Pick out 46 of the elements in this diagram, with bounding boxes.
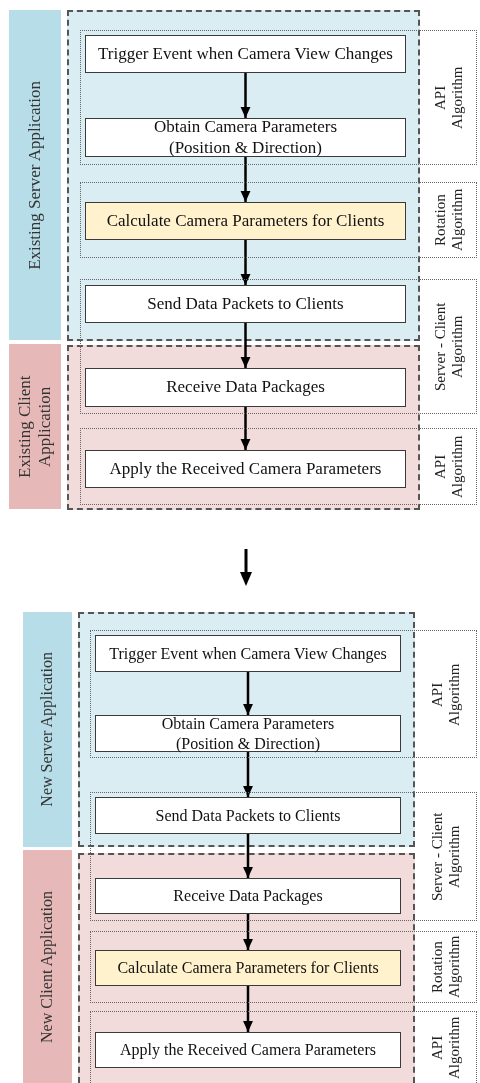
dotted-group	[90, 931, 477, 1003]
swimlane-header	[23, 612, 72, 847]
group-label: Rotation Algorithm	[431, 187, 466, 254]
group-label: Server - Client Algorithm	[431, 301, 466, 393]
process-box: Obtain Camera Parameters (Position & Direction)	[85, 118, 406, 157]
arrow	[240, 73, 251, 118]
dotted-group	[80, 30, 477, 165]
swimlane-label: Existing Server Application	[25, 80, 45, 270]
arrow	[243, 752, 253, 797]
dotted-group	[80, 428, 477, 505]
process-box: Trigger Event when Camera View Changes	[95, 635, 401, 672]
swimlane-label: New Server Application	[38, 652, 57, 807]
swimlane-label: Existing Client Application	[15, 374, 55, 480]
group-label: API Algorithm	[428, 1015, 463, 1081]
dotted-group	[90, 792, 477, 921]
group-label: API Algorithm	[431, 65, 466, 131]
process-box: Receive Data Packages	[95, 878, 401, 914]
arrow	[240, 240, 251, 285]
process-box: Send Data Packets to Clients	[95, 797, 401, 834]
arrow	[240, 407, 251, 450]
process-box: Obtain Camera Parameters (Position & Direction)	[95, 715, 401, 752]
process-box: Calculate Camera Parameters for Clients	[85, 202, 406, 240]
process-box: Receive Data Packages	[85, 368, 406, 407]
arrow	[240, 323, 251, 368]
group-label: API Algorithm	[431, 434, 466, 500]
process-box: Send Data Packets to Clients	[85, 285, 406, 323]
arrow	[243, 672, 253, 715]
group-label: API Algorithm	[428, 661, 463, 728]
dotted-group	[80, 279, 477, 414]
swimlane-label: New Client Application	[38, 890, 57, 1043]
group-label: Server - Client Algorithm	[428, 811, 463, 903]
process-box: Trigger Event when Camera View Changes	[85, 35, 406, 73]
dotted-group	[90, 630, 477, 758]
arrow	[243, 914, 253, 950]
arrow	[243, 834, 253, 878]
process-box: Apply the Received Camera Parameters	[85, 450, 406, 488]
process-box: Apply the Received Camera Parameters	[95, 1032, 401, 1068]
arrow	[240, 157, 251, 202]
dotted-group	[90, 1011, 477, 1083]
process-box: Calculate Camera Parameters for Clients	[95, 950, 401, 986]
swimlane-header	[9, 344, 61, 509]
swimlane-header	[9, 10, 61, 340]
swimlane-header	[23, 850, 72, 1083]
group-label: Rotation Algorithm	[428, 934, 463, 1001]
dotted-group	[80, 182, 477, 258]
arrow	[243, 986, 253, 1032]
